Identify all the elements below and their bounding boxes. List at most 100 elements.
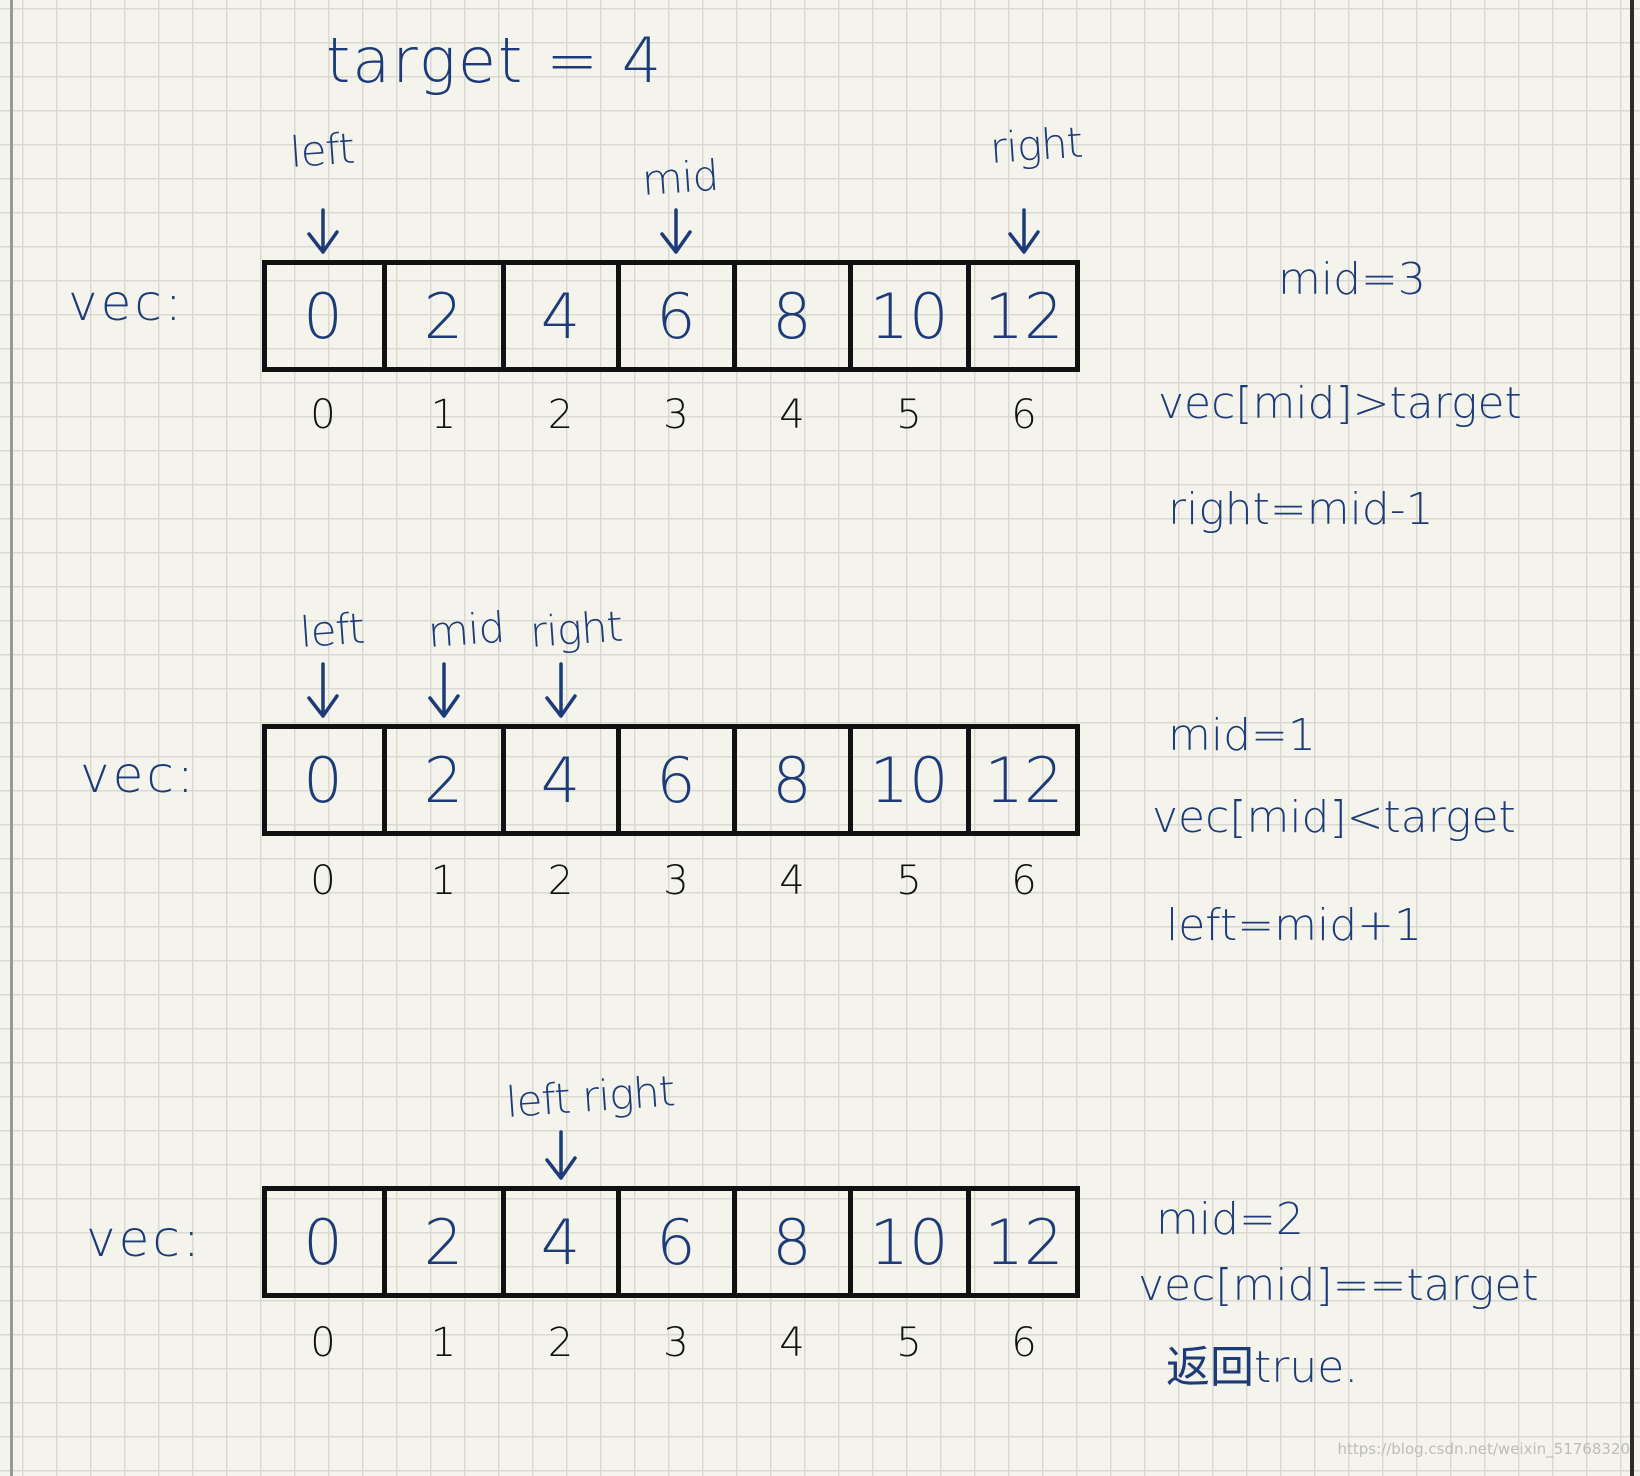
index-label: 1: [430, 858, 457, 904]
cell-value: 8: [772, 743, 812, 817]
cell-value: 0: [303, 1205, 343, 1279]
cell-value: 4: [540, 1205, 581, 1279]
array-cell: 10: [850, 1186, 968, 1298]
cell-value: 6: [656, 743, 696, 817]
cell-value: 10: [869, 1205, 949, 1279]
index-label: 0: [310, 858, 336, 904]
cell-divider: [966, 1186, 971, 1298]
array-cell: 2: [384, 260, 503, 372]
index-label: 4: [779, 1320, 805, 1366]
array-outline: [262, 724, 1080, 836]
cell-value: 4: [540, 743, 581, 817]
vec-label: vec:: [80, 746, 197, 804]
index-label: 5: [896, 392, 922, 438]
down-arrow-icon: [427, 662, 460, 718]
index-label: 3: [663, 1320, 689, 1366]
cell-value: 12: [984, 743, 1064, 817]
index-label: 0: [310, 392, 336, 438]
cell-value: 12: [984, 1205, 1064, 1279]
cell-divider: [616, 724, 621, 836]
array-cell: 4: [503, 724, 618, 836]
cell-value: 12: [984, 279, 1064, 353]
cell-divider: [732, 724, 737, 836]
step-note: 返回true.: [1166, 1342, 1359, 1393]
pointer-label-left: left: [288, 123, 356, 177]
down-arrow-icon: [1008, 208, 1040, 254]
array-cell: 8: [734, 724, 850, 836]
down-arrow-icon: [307, 662, 339, 718]
index-label: 5: [896, 858, 922, 904]
index-label: 6: [1011, 392, 1037, 438]
cell-divider: [848, 260, 853, 372]
array-cell: 10: [850, 724, 968, 836]
cell-divider: [966, 724, 971, 836]
array-cell: 8: [734, 260, 850, 372]
vec-label: vec:: [86, 1210, 203, 1268]
step-note: mid=1: [1168, 710, 1316, 761]
index-label: 1: [430, 1320, 457, 1366]
array-cell: 0: [262, 1186, 384, 1298]
step-note: right=mid-1: [1168, 484, 1434, 535]
step-note: vec[mid]<target: [1152, 792, 1516, 843]
cell-divider: [501, 260, 506, 372]
pointer-label-right: right: [988, 117, 1084, 173]
step-note: mid=2: [1156, 1194, 1304, 1245]
array-cell: 12: [968, 724, 1080, 836]
cell-divider: [966, 260, 971, 372]
cell-divider: [501, 724, 506, 836]
array-cell: 4: [503, 1186, 618, 1298]
cell-value: 4: [540, 279, 581, 353]
pointer-label-left: left: [298, 603, 366, 657]
array-cell: 2: [384, 724, 503, 836]
index-label: 3: [663, 392, 689, 438]
pointer-label-right: right: [528, 601, 624, 657]
array-cell: 10: [850, 260, 968, 372]
pointer-label-mid: mid: [640, 150, 720, 205]
cell-divider: [848, 1186, 853, 1298]
page-right-edge: [1630, 0, 1634, 1476]
cell-value: 2: [423, 279, 464, 353]
array-outline: [262, 1186, 1080, 1298]
cell-divider: [732, 1186, 737, 1298]
step-note: vec[mid]==target: [1138, 1260, 1539, 1311]
index-label: 2: [547, 858, 574, 904]
cell-value: 0: [303, 743, 343, 817]
array-cell: 6: [618, 1186, 734, 1298]
cell-value: 8: [772, 1205, 812, 1279]
page-left-edge: [10, 0, 13, 1476]
down-arrow-icon: [544, 1130, 577, 1180]
cell-divider: [616, 260, 621, 372]
array-cell: 0: [262, 260, 384, 372]
index-label: 4: [779, 392, 805, 438]
step-note: mid=3: [1278, 254, 1426, 305]
pointer-label-mid: mid: [426, 602, 506, 657]
cell-divider: [382, 724, 387, 836]
index-label: 5: [896, 1320, 922, 1366]
cell-divider: [616, 1186, 621, 1298]
cell-divider: [732, 260, 737, 372]
vec-label: vec:: [68, 274, 185, 332]
cell-value: 0: [303, 279, 343, 353]
array-cell: 6: [618, 724, 734, 836]
step-note: vec[mid]>target: [1158, 378, 1522, 429]
target-heading: target = 4: [326, 24, 664, 97]
index-label: 1: [430, 392, 457, 438]
index-label: 3: [663, 858, 689, 904]
index-label: 6: [1011, 858, 1037, 904]
cell-divider: [501, 1186, 506, 1298]
array-cell: 8: [734, 1186, 850, 1298]
index-label: 2: [547, 392, 574, 438]
index-label: 6: [1011, 1320, 1037, 1366]
array-cell: 12: [968, 1186, 1080, 1298]
array-cell: 6: [618, 260, 734, 372]
pointer-label-left-right: left right: [504, 1066, 676, 1127]
array-cell: 2: [384, 1186, 503, 1298]
cell-value: 6: [656, 1205, 696, 1279]
index-label: 2: [547, 1320, 574, 1366]
cell-divider: [382, 1186, 387, 1298]
index-label: 0: [310, 1320, 336, 1366]
array-cell: 0: [262, 724, 384, 836]
